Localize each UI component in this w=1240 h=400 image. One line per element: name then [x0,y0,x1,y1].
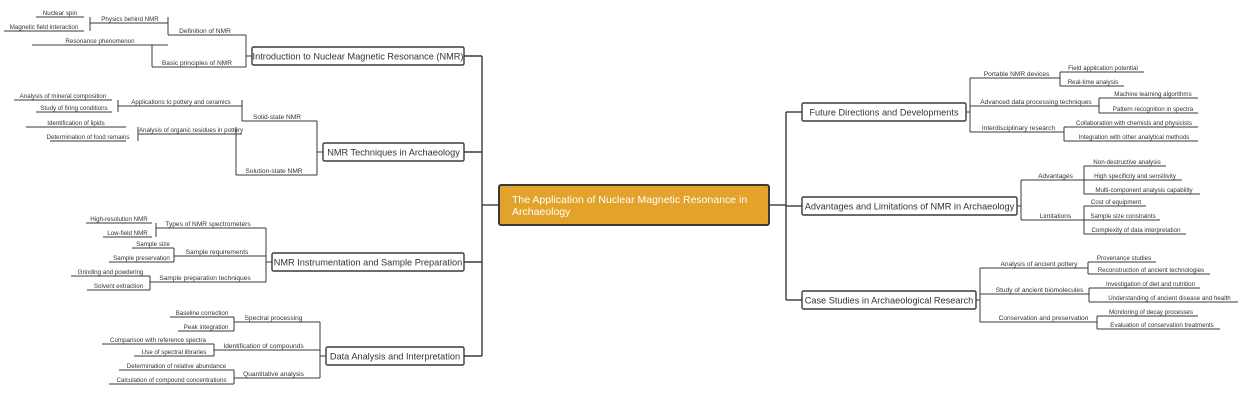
leaf-right-2-0-0[interactable]: Provenance studies [1097,255,1151,262]
subtopic-left-2-2[interactable]: Sample preparation techniques [159,275,251,282]
leaf-sub-spine [137,127,140,141]
leaf-left-2-0-1[interactable]: Low-field NMR [107,230,148,237]
sub-spine-left-3 [319,322,326,378]
leaf-spine-left-3-0 [233,317,236,331]
subtopic-right-0-0[interactable]: Portable NMR devices [984,71,1050,78]
leaf-left-1-1-0-1[interactable]: Determination of food remains [47,134,130,141]
subtopic-left-3-0[interactable]: Spectral processing [245,315,303,322]
leaf-left-3-0-1[interactable]: Peak integration [184,324,229,331]
leaf-right-2-0-1[interactable]: Reconstruction of ancient technologies [1098,267,1204,274]
leaf-spine-left-2-0 [155,223,158,237]
subtopic-right-2-1[interactable]: Study of ancient biomolecules [996,287,1084,294]
leaf-left-3-0-0[interactable]: Baseline correction [176,310,229,317]
leaf-right-1-0-1[interactable]: High specificity and sensitivity [1094,173,1177,180]
leaf-spine-left-2-1 [173,248,176,262]
leaf-left-2-1-1[interactable]: Sample preservation [113,255,170,262]
subtopic-left-3-2[interactable]: Quantitative analysis [243,371,305,378]
leaf-spine-left-2-2 [149,276,152,290]
leaf-right-1-1-2[interactable]: Complexity of data interpretation [1091,227,1181,234]
subtopic-right-1-0[interactable]: Advantages [1038,173,1074,180]
leaf-sub-spine [117,100,120,112]
subtopic-left-3-1[interactable]: Identification of compounds [223,343,304,350]
leaf-spine-right-1-1 [1080,206,1085,234]
leaf-left-0-1-c0[interactable]: Resonance phenomenon [65,38,135,45]
leaf-right-0-2-1[interactable]: Integration with other analytical method… [1079,134,1190,141]
branch-left-2[interactable]: NMR Instrumentation and Sample Preparati… [274,258,462,268]
subtopic-left-0-1[interactable]: Basic principles of NMR [162,60,232,67]
leaf-spine-left-0-0 [167,17,170,36]
leaf-left-3-1-0[interactable]: Comparison with reference spectra [110,337,207,344]
leaf-right-0-1-1[interactable]: Pattern recognition in spectra [1113,106,1194,113]
leaf-spine-right-2-0 [1084,262,1089,274]
leaf-spine-right-1-0 [1080,166,1085,194]
subtopic-left-2-1[interactable]: Sample requirements [186,249,249,256]
leaf-left-1-0-0-1[interactable]: Study of firing conditions [40,105,107,112]
leaf-right-2-1-1[interactable]: Understanding of ancient disease and hea… [1108,295,1231,302]
leaf-parent-left-1-0-0[interactable]: Applications to pottery and ceramics [131,99,230,106]
subtopic-right-2-0[interactable]: Analysis of ancient pottery [1001,261,1079,268]
branch-right-2[interactable]: Case Studies in Archaeological Research [805,296,974,306]
leaf-spine-right-2-2 [1093,316,1098,329]
subtopic-right-1-1[interactable]: Limitations [1040,213,1072,220]
leaf-right-2-1-0[interactable]: Investigation of diet and nutrition [1106,281,1196,288]
leaf-spine-left-1-0 [241,100,244,122]
subtopic-right-2-2[interactable]: Conservation and preservation [999,315,1089,322]
leaf-right-1-0-0[interactable]: Non-destructive analysis [1093,159,1160,166]
leaf-left-3-1-1[interactable]: Use of spectral libraries [142,349,207,356]
leaf-left-3-2-0[interactable]: Determination of relative abundance [127,363,227,370]
branch-right-0[interactable]: Future Directions and Developments [809,108,959,118]
branch-left-0[interactable]: Introduction to Nuclear Magnetic Resonan… [253,52,464,62]
leaf-spine-left-3-1 [213,344,216,356]
sub-spine-right-2 [976,268,981,322]
subtopic-left-2-0[interactable]: Types of NMR spectrometers [165,221,251,228]
branch-left-3[interactable]: Data Analysis and Interpretation [330,352,460,362]
branch-right-1[interactable]: Advantages and Limitations of NMR in Arc… [805,202,1015,212]
leaf-left-3-2-1[interactable]: Calculation of compound concentrations [116,377,226,384]
subtopic-left-0-0[interactable]: Definition of NMR [179,28,231,35]
leaf-spine-left-0-1 [151,45,154,68]
leaf-left-2-1-0[interactable]: Sample size [136,241,170,248]
leaf-parent-left-0-0-0[interactable]: Physics behind NMR [101,16,159,23]
subtopic-left-1-1[interactable]: Solution-state NMR [245,168,302,175]
sub-spine-left-1 [316,121,323,175]
leaf-spine-left-1-1 [235,127,238,176]
leaf-sub-spine [89,17,92,31]
leaf-right-2-2-0[interactable]: Monitoring of decay processes [1109,309,1193,316]
leaf-left-2-2-1[interactable]: Solvent extraction [94,283,144,290]
leaf-spine-right-0-2 [1060,127,1065,141]
leaf-left-2-2-0[interactable]: Grinding and powdering [78,269,144,276]
leaf-right-0-0-1[interactable]: Real-time analysis [1068,79,1119,86]
sub-spine-left-0 [245,35,252,67]
leaf-spine-right-0-1 [1095,98,1100,113]
sub-spine-right-0 [966,78,971,132]
sub-spine-right-1 [1017,180,1022,220]
leaf-left-0-0-0-1[interactable]: Magnetic field interaction [10,24,79,31]
leaf-right-2-2-1[interactable]: Evaluation of conservation treatments [1110,322,1214,329]
leaf-right-1-0-2[interactable]: Multi-component analysis capability [1095,187,1193,194]
leaf-right-0-0-0[interactable]: Field application potential [1068,65,1138,72]
leaf-spine-right-0-0 [1056,72,1061,86]
leaf-right-1-1-1[interactable]: Sample size constraints [1090,213,1155,220]
subtopic-left-1-0[interactable]: Solid-state NMR [253,114,301,121]
leaf-left-0-0-0-0[interactable]: Nuclear spin [43,10,78,17]
leaf-spine-left-3-2 [233,370,236,384]
subtopic-right-0-1[interactable]: Advanced data processing techniques [980,99,1092,106]
leaf-right-1-1-0[interactable]: Cost of equipment [1091,199,1141,206]
leaf-left-2-0-0[interactable]: High-resolution NMR [90,216,148,223]
branch-left-1[interactable]: NMR Techniques in Archaeology [327,148,460,158]
leaf-left-1-1-0-0[interactable]: Identification of lipids [47,120,104,127]
sub-spine-left-2 [265,228,272,282]
leaf-right-0-1-0[interactable]: Machine learning algorithms [1114,91,1191,98]
leaf-spine-right-2-1 [1085,288,1090,302]
central-topic[interactable]: The Application of Nuclear Magnetic Reso… [498,184,770,226]
leaf-parent-left-1-1-0[interactable]: Analysis of organic residues in pottery [139,127,244,134]
subtopic-right-0-2[interactable]: Interdisciplinary research [982,125,1056,132]
leaf-right-0-2-0[interactable]: Collaboration with chemists and physicis… [1076,120,1192,127]
leaf-left-1-0-0-0[interactable]: Analysis of mineral composition [20,93,107,100]
